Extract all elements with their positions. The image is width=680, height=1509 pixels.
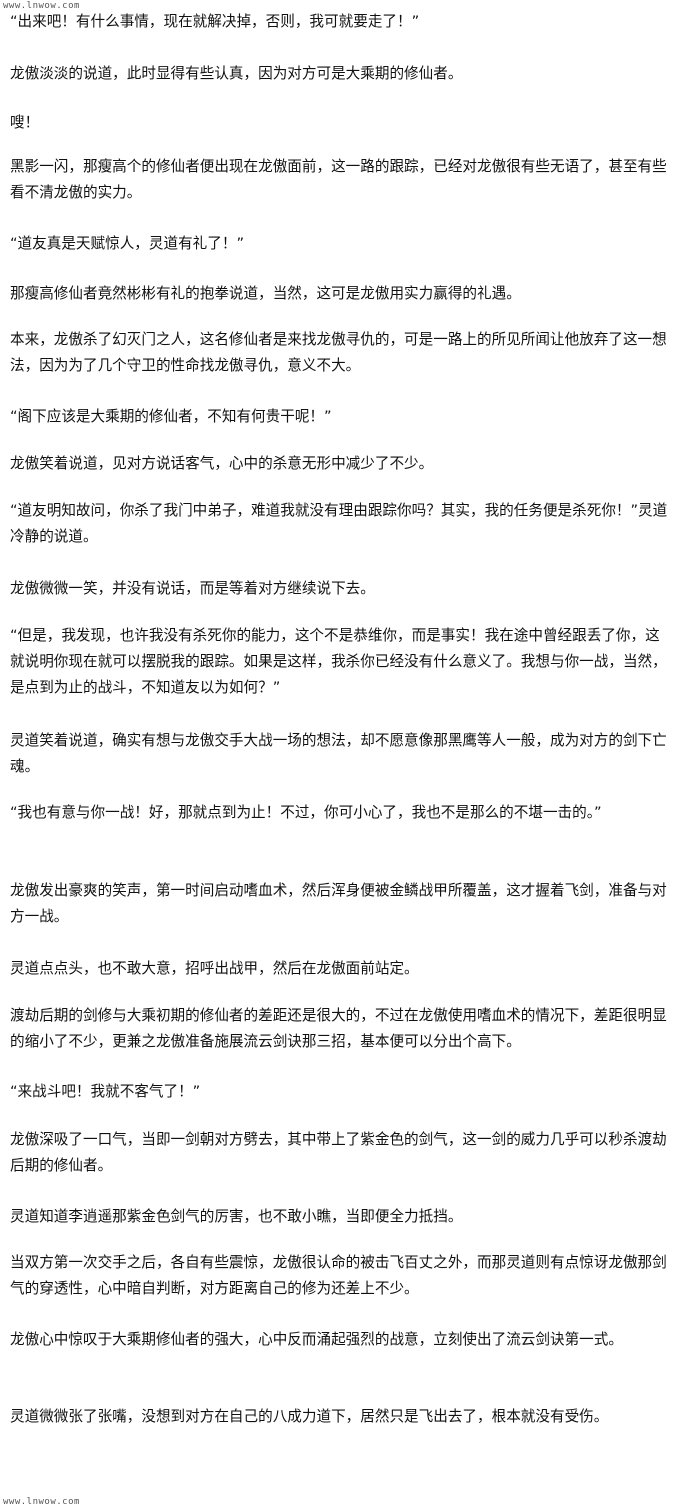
paragraph-7: 本来，龙傲杀了幻灭门之人，这名修仙者是来找龙傲寻仇的，可是一路上的所见所闻让他放… bbox=[10, 331, 667, 374]
paragraph-5: “道友真是天赋惊人，灵道有礼了！” bbox=[10, 235, 245, 252]
paragraph-22: 龙傲心中惊叹于大乘期修仙者的强大，心中反而涌起强烈的战意，立刻使出了流云剑诀第一… bbox=[10, 1331, 623, 1348]
site-watermark-bottom: www.lnwow.com bbox=[3, 1497, 80, 1507]
paragraph-3: 嗖！ bbox=[10, 114, 40, 131]
paragraph-12: “但是，我发现，也许我没有杀死你的能力，这个不是恭维你，而是事实！我在途中曾经跟… bbox=[10, 627, 667, 696]
site-watermark-top: www.lnwow.com bbox=[3, 1, 80, 11]
paragraph-15: 龙傲发出豪爽的笑声，第一时间启动嗜血术，然后浑身便被金鳞战甲所覆盖，这才握着飞剑… bbox=[10, 882, 667, 925]
paragraph-20: 灵道知道李逍遥那紫金色剑气的厉害，也不敢小瞧，当即便全力抵挡。 bbox=[10, 1208, 463, 1225]
paragraph-13: 灵道笑着说道，确实有想与龙傲交手大战一场的想法，却不愿意像那黑鹰等人一般，成为对… bbox=[10, 732, 667, 775]
paragraph-11: 龙傲微微一笑，并没有说话，而是等着对方继续说下去。 bbox=[10, 580, 375, 597]
paragraph-18: “来战斗吧！我就不客气了！” bbox=[10, 1083, 201, 1100]
paragraph-2: 龙傲淡淡的说道，此时显得有些认真，因为对方可是大乘期的修仙者。 bbox=[10, 65, 463, 82]
paragraph-9: 龙傲笑着说道，见对方说话客气，心中的杀意无形中减少了不少。 bbox=[10, 455, 434, 472]
paragraph-10: “道友明知故问，你杀了我门中弟子，难道我就没有理由跟踪你吗？其实，我的任务便是杀… bbox=[10, 502, 668, 545]
paragraph-8: “阁下应该是大乘期的修仙者，不知有何贵干呢！” bbox=[10, 408, 332, 425]
paragraph-23: 灵道微微张了张嘴，没想到对方在自己的八成力道下，居然只是飞出去了，根本就没有受伤… bbox=[10, 1408, 609, 1425]
paragraph-4: 黑影一闪，那瘦高个的修仙者便出现在龙傲面前，这一路的跟踪，已经对龙傲很有些无语了… bbox=[10, 158, 667, 201]
paragraph-16: 灵道点点头，也不敢大意，招呼出战甲，然后在龙傲面前站定。 bbox=[10, 960, 419, 977]
paragraph-17: 渡劫后期的剑修与大乘初期的修仙者的差距还是很大的，不过在龙傲使用嗜血术的情况下，… bbox=[10, 1007, 667, 1050]
paragraph-1: “出来吧！有什么事情，现在就解决掉，否则，我可就要走了！” bbox=[10, 13, 420, 30]
paragraph-14: “我也有意与你一战！好，那就点到为止！不过，你可小心了，我也不是那么的不堪一击的… bbox=[10, 804, 602, 821]
paragraph-21: 当双方第一次交手之后，各自有些震惊，龙傲很认命的被击飞百丈之外，而那灵道则有点惊… bbox=[10, 1254, 667, 1297]
paragraph-19: 龙傲深吸了一口气，当即一剑朝对方劈去，其中带上了紫金色的剑气，这一剑的威力几乎可… bbox=[10, 1131, 667, 1174]
paragraph-6: 那瘦高修仙者竟然彬彬有礼的抱拳说道，当然，这可是龙傲用实力赢得的礼遇。 bbox=[10, 285, 521, 302]
